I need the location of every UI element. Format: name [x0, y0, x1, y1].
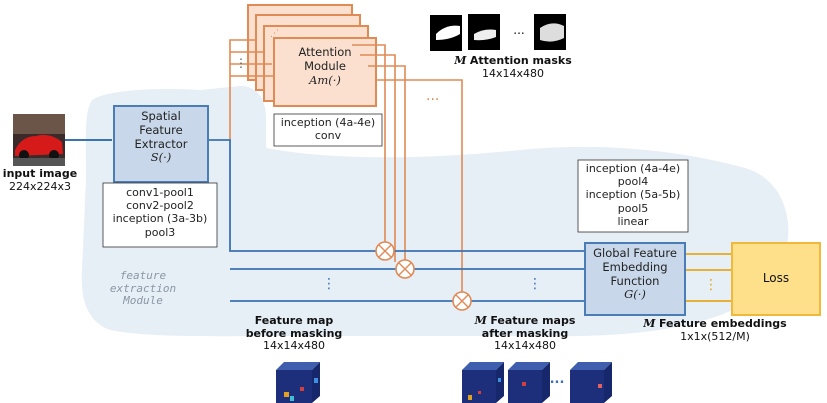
global-embedding-func: G(·) [624, 287, 646, 302]
embedding-layer: linear [617, 214, 649, 228]
feature-map-cube-before [276, 362, 320, 403]
input-image-label: input image [2, 167, 78, 180]
spatial-layers-list: conv1-pool1 conv2-pool2 inception (3a-3b… [103, 186, 217, 239]
spatial-layer: conv2-pool2 [126, 199, 194, 213]
feature-maps-after-ellipsis: ... [549, 372, 565, 387]
mask-output-lines [352, 44, 463, 292]
input-image-thumbnail [13, 114, 65, 166]
feature-maps-after-line-1: Feature maps [490, 314, 576, 327]
attention-layer: inception (4a-4e) [280, 116, 376, 129]
feature-map-cube-after-m [570, 362, 612, 403]
attention-layers-list: inception (4a-4e) conv [274, 116, 382, 142]
attention-masks-size: 14x14x480 [481, 66, 544, 80]
input-image-caption: input image 224x224x3 [2, 167, 78, 193]
attention-input-dots: ⋮ [235, 56, 247, 70]
attention-mask-thumbnail-2 [468, 14, 500, 50]
attention-module-title-2: Module [304, 58, 346, 73]
loss-box [731, 242, 821, 316]
attention-input-lines [229, 39, 274, 140]
attention-masks-caption: M Attention masks 14x14x480 [448, 54, 578, 80]
feature-paths-dots-2: ⋮ [528, 276, 542, 292]
feature-maps-after-prefix: M [474, 314, 487, 327]
spatial-extractor-title-2: Feature [139, 122, 183, 137]
embedding-layer: inception (4a-4e) [585, 162, 681, 175]
feature-map-before-size: 14x14x480 [262, 339, 325, 353]
feature-map-cube-after-2 [508, 362, 550, 403]
embedding-layers-list: inception (4a-4e) pool4 inception (5a-5b… [578, 162, 688, 228]
feature-embeddings-caption: M Feature embeddings 1x1x(512/M) [640, 317, 790, 343]
multiply-node-m [452, 291, 472, 311]
feature-embeddings-size: 1x1x(512/M) [680, 329, 750, 343]
feature-embeddings-prefix: M [643, 317, 656, 330]
spatial-extractor-title-1: Spatial [141, 109, 181, 123]
global-embedding-title-2: Embedding [602, 259, 668, 274]
global-embedding-title-1: Global Feature [593, 246, 677, 260]
input-image-size: 224x224x3 [8, 179, 71, 193]
attention-layer: conv [314, 129, 342, 143]
feature-map-before-caption: Feature map before masking 14x14x480 [234, 314, 354, 353]
feature-maps-after-size: 14x14x480 [493, 339, 556, 353]
multiply-node-2 [395, 259, 415, 279]
embedding-layer: pool4 [617, 175, 649, 189]
feature-extraction-module-label: feature extraction Module [88, 269, 198, 308]
attention-module-title-1: Attention [298, 45, 352, 59]
feature-maps-after-line-2: after masking [481, 326, 569, 340]
spatial-layers-box [102, 182, 218, 248]
attention-masks-prefix: M [454, 54, 467, 67]
attention-stack-dots: ⋰ [270, 29, 279, 39]
feature-paths-dots-1: ⋮ [322, 276, 336, 292]
feature-embeddings-label: Feature embeddings [658, 317, 787, 330]
spatial-extractor-title-3: Extractor [134, 136, 188, 151]
spatial-layer: pool3 [144, 225, 176, 239]
spatial-extractor-title: Spatial Feature Extractor S(·) [114, 109, 208, 165]
feature-maps-after-caption: M Feature maps after masking 14x14x480 [460, 314, 590, 353]
embedding-output-lines [685, 253, 732, 302]
spatial-layer: conv1-pool1 [126, 186, 194, 199]
spatial-extractor-box [113, 105, 209, 183]
global-embedding-title-3: Function [610, 273, 660, 288]
mask-lines-dots: ... [426, 88, 439, 104]
embedding-output-dots: ⋮ [704, 277, 718, 293]
fem-line-2: extraction [109, 281, 177, 295]
fem-line-1: feature [119, 269, 167, 282]
loss-label: Loss [762, 271, 790, 285]
global-embedding-box [584, 242, 686, 316]
feature-map-cube-after-1 [462, 362, 504, 403]
embedding-layer: pool5 [617, 201, 649, 215]
attention-masks-label: Attention masks [469, 54, 572, 67]
attention-mask-thumbnail-1 [430, 15, 462, 51]
multiply-node-1 [375, 241, 395, 261]
global-embedding-title: Global Feature Embedding Function G(·) [585, 246, 685, 302]
attention-mask-thumbnail-m [534, 14, 566, 50]
attention-module-title: Attention Module Am(·) [274, 45, 376, 87]
attention-layers-box [273, 113, 383, 147]
attention-module-box [273, 37, 377, 107]
feature-map-before-line-2: before masking [245, 326, 343, 340]
attention-masks-ellipsis: ... [513, 23, 525, 37]
fem-line-3: Module [123, 294, 163, 308]
attention-module-func: Am(·) [309, 72, 341, 87]
spatial-layer: inception (3a-3b) [112, 212, 208, 226]
embedding-layer: inception (5a-5b) [585, 188, 681, 202]
feature-map-before-line-1: Feature map [254, 314, 334, 327]
embedding-layers-box [577, 159, 689, 233]
spatial-extractor-func: S(·) [150, 150, 172, 165]
